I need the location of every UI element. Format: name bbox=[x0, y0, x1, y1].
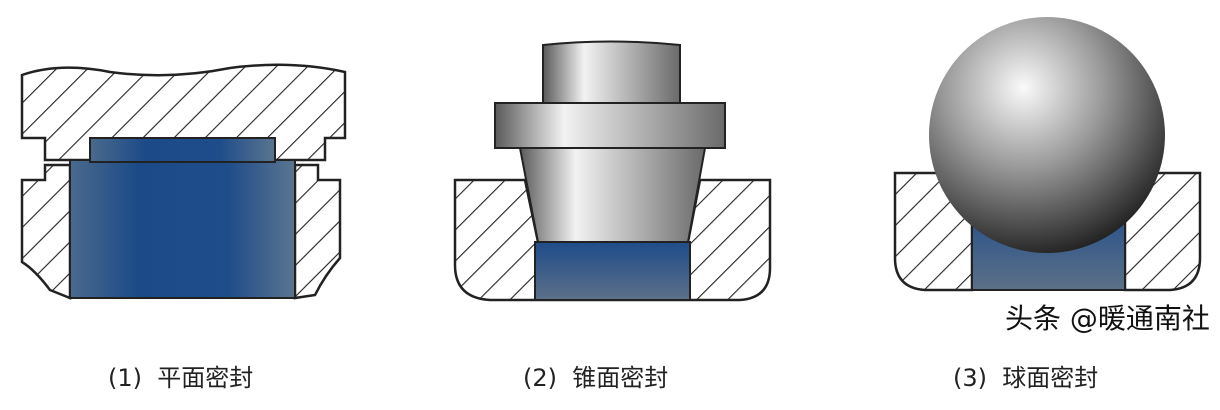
cone-seal-label: (2) 锥面密封 bbox=[523, 364, 669, 392]
cone-seal-cone bbox=[518, 147, 707, 243]
ball-seal-label: (3) 球面密封 bbox=[953, 364, 1099, 392]
watermark: 头条 @暖通南社 bbox=[1005, 302, 1210, 335]
flat-seal-body-left bbox=[20, 163, 72, 300]
flat-seal-body-right bbox=[293, 163, 342, 300]
cone-seal-stem bbox=[542, 40, 681, 106]
ball-seal-sphere bbox=[929, 17, 1165, 253]
flat-seal-fluid bbox=[69, 159, 296, 299]
flat-seal-diagram bbox=[20, 63, 347, 300]
flat-seal-disc bbox=[89, 137, 276, 163]
cone-seal-fluid bbox=[534, 241, 691, 301]
cone-seal-flange bbox=[494, 102, 726, 149]
flat-seal-cap bbox=[20, 63, 347, 162]
cone-seal-diagram bbox=[453, 40, 772, 302]
ball-seal-diagram bbox=[893, 17, 1202, 292]
cone-seal-body bbox=[453, 178, 772, 302]
flat-seal-label: (1) 平面密封 bbox=[108, 364, 254, 392]
